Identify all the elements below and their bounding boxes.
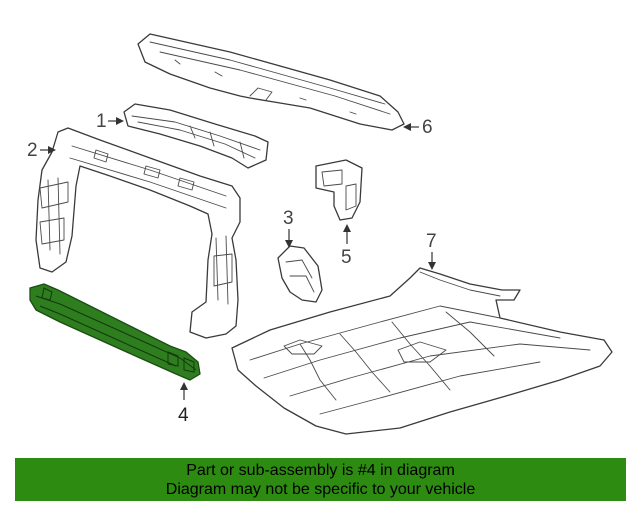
svg-text:5: 5 <box>341 247 352 268</box>
part-3-bracket[interactable] <box>277 245 323 303</box>
svg-text:4: 4 <box>178 405 189 426</box>
callout-3: 3 <box>283 208 294 248</box>
callout-2: 2 <box>27 140 56 161</box>
callout-6: 6 <box>403 117 433 138</box>
callout-1: 1 <box>96 111 124 132</box>
callout-4: 4 <box>178 382 189 426</box>
info-banner: Part or sub-assembly is #4 in diagram Di… <box>15 458 626 501</box>
part-4-lower-tie-bar[interactable] <box>29 283 201 381</box>
part-7-splash-shield[interactable] <box>231 267 613 435</box>
parts-diagram: 1 2 3 4 5 6 7 <box>27 33 613 435</box>
svg-text:6: 6 <box>422 117 433 138</box>
part-1-tie-bar[interactable] <box>123 103 269 169</box>
svg-text:3: 3 <box>283 208 294 229</box>
banner-line-2: Diagram may not be specific to your vehi… <box>165 481 476 498</box>
svg-text:1: 1 <box>96 111 107 132</box>
svg-text:7: 7 <box>426 231 437 252</box>
callout-7: 7 <box>426 231 437 270</box>
part-2-radiator-support[interactable] <box>35 127 241 339</box>
banner-line-1: Part or sub-assembly is #4 in diagram <box>186 462 455 479</box>
svg-text:2: 2 <box>27 140 38 161</box>
part-6-shield[interactable] <box>137 33 405 131</box>
part-5-clip[interactable] <box>315 159 363 221</box>
callout-5: 5 <box>341 224 352 268</box>
